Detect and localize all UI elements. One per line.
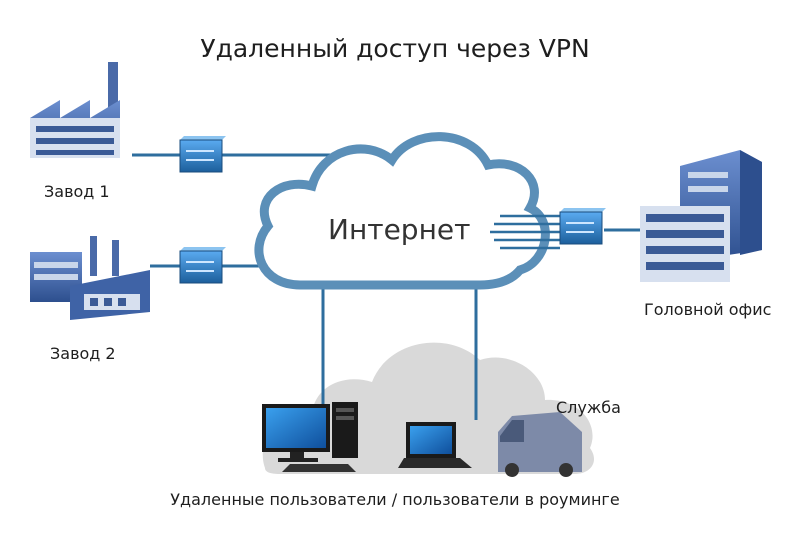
speed-lines: [490, 214, 560, 250]
head-office-icon: [640, 150, 762, 282]
laptop-icon: [398, 422, 472, 468]
vpn-device-zavod1: [179, 136, 226, 173]
vpn-device-head-office: [559, 208, 606, 245]
factory-1-icon: [30, 62, 120, 158]
remote-users-label: Удаленные пользователи / пользователи в …: [170, 490, 620, 509]
factory-2-icon: [30, 236, 150, 320]
service-label: Служба: [556, 398, 621, 417]
zavod-2-label: Завод 2: [50, 344, 116, 363]
internet-cloud: [254, 132, 550, 290]
vpn-device-zavod2: [179, 247, 226, 284]
desktop-computer-icon: [262, 402, 358, 472]
internet-label: Интернет: [328, 213, 471, 246]
service-van-icon: [498, 412, 582, 477]
zavod-1-label: Завод 1: [44, 182, 110, 201]
diagram-title: Удаленный доступ через VPN: [200, 34, 590, 63]
head-office-label: Головной офис: [644, 300, 772, 319]
